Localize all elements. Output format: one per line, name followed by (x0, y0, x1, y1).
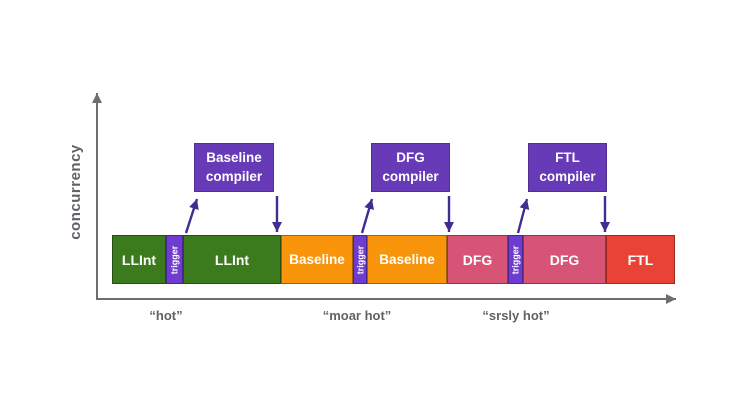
bar-segment-baseline-1: Baseline (281, 235, 353, 284)
bar-segment-ftl: FTL (606, 235, 675, 284)
dfg-compiler-box: DFG compiler (371, 143, 450, 192)
bar-segment-dfg-1: DFG (447, 235, 508, 284)
baseline-compiler-box: Baseline compiler (194, 143, 274, 192)
trigger-label: trigger (355, 245, 366, 274)
trigger2-to-dfg-compiler-arrow (360, 198, 374, 234)
trigger-label: trigger (510, 245, 521, 274)
x-tick-srsly-hot: “srsly hot” (482, 308, 550, 323)
bar-segment-trigger-3: trigger (508, 235, 523, 284)
ftl-compiler-box: FTL compiler (528, 143, 607, 192)
y-axis-label: concurrency (67, 144, 84, 240)
trigger1-to-baseline-compiler-arrow (184, 198, 199, 234)
x-tick-moar-hot: “moar hot” (322, 308, 392, 323)
bar-segment-trigger-1: trigger (166, 235, 183, 284)
trigger-label: trigger (169, 245, 180, 274)
bar-segment-trigger-2: trigger (353, 235, 367, 284)
bar-segment-baseline-2: Baseline (367, 235, 447, 284)
bar-segment-llint-2: LLInt (183, 235, 281, 284)
bar-segment-dfg-2: DFG (523, 235, 606, 284)
x-tick-hot: “hot” (149, 308, 183, 323)
bar-segment-llint-1: LLInt (112, 235, 166, 284)
trigger3-to-ftl-compiler-arrow (516, 198, 530, 234)
